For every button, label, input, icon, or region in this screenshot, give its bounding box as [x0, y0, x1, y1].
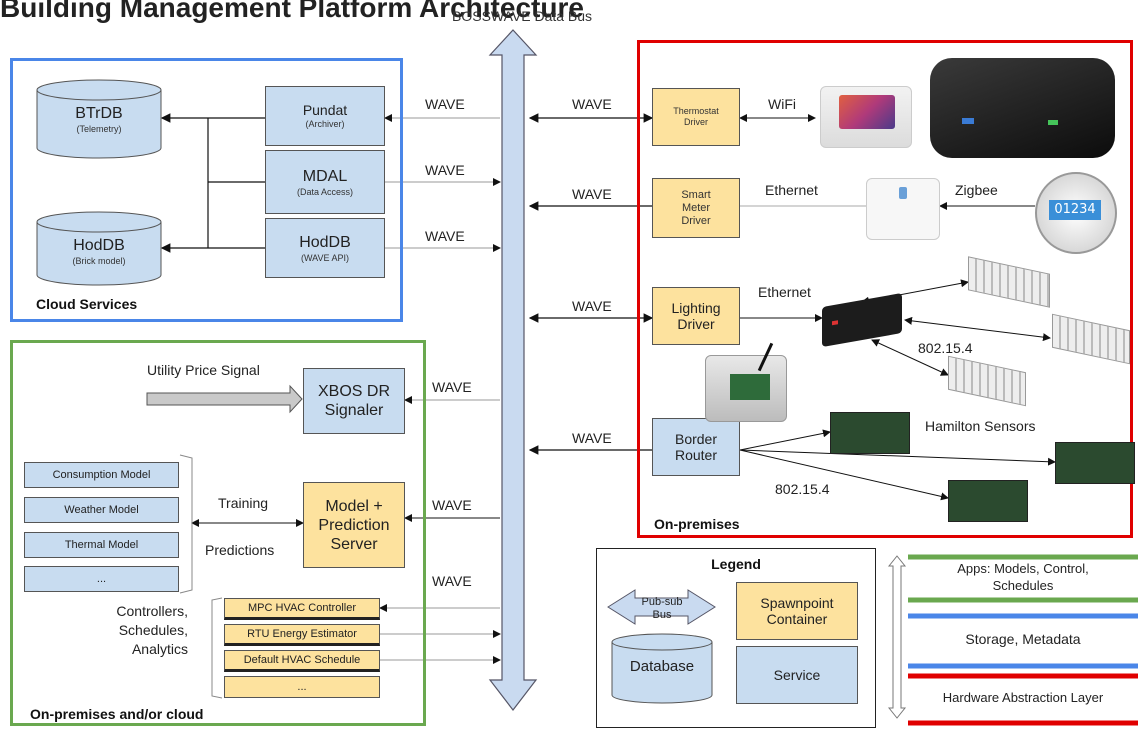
cloud-services-group — [10, 58, 403, 322]
pundat-service[interactable]: Pundat (Archiver) — [265, 86, 385, 146]
wave-label-model: WAVE — [432, 497, 472, 513]
wave-label-meter: WAVE — [572, 186, 612, 202]
wave-label-mdal: WAVE — [425, 162, 465, 178]
legend-pubsub-arrow — [607, 589, 716, 625]
zigbee-802-label-border: 802.15.4 — [775, 481, 830, 497]
thermal-model[interactable]: Thermal Model — [24, 532, 179, 558]
default-hvac-schedule[interactable]: Default HVAC Schedule — [224, 650, 380, 672]
hybrid-group-label: On-premises and/or cloud — [30, 706, 204, 722]
thermostat-driver[interactable]: Thermostat Driver — [652, 88, 740, 146]
border-router-device-icon — [705, 342, 787, 422]
on-premises-label: On-premises — [654, 516, 740, 532]
wave-label-thermostat: WAVE — [572, 96, 612, 112]
btrdb-label: BTrDB (Telemetry) — [75, 105, 123, 134]
hoddb-cylinder — [36, 211, 162, 286]
training-label: Training — [218, 495, 269, 511]
wave-label-lighting: WAVE — [572, 298, 612, 314]
smart-meter-driver[interactable]: Smart Meter Driver — [652, 178, 740, 238]
zigbee-hub-icon — [866, 178, 940, 240]
btrdb-cylinder — [36, 79, 162, 159]
utility-price-signal-label: Utility Price Signal — [147, 362, 260, 378]
hamilton-sensor-icon-3 — [948, 480, 1028, 522]
more-models[interactable]: ... — [24, 566, 179, 592]
wifi-label: WiFi — [768, 96, 796, 112]
lighting-driver[interactable]: Lighting Driver — [652, 287, 740, 345]
diagram-title: Building Management Platform Architectur… — [0, 0, 584, 23]
bus-label: BOSSWAVE Data Bus — [452, 8, 593, 24]
xbos-dr-signaler[interactable]: XBOS DR Signaler — [303, 368, 405, 434]
wave-label-hoddb: WAVE — [425, 228, 465, 244]
legend-database-cylinder — [611, 633, 713, 704]
ethernet-label-lighting: Ethernet — [758, 284, 811, 300]
hamilton-sensors-label: Hamilton Sensors — [925, 418, 1036, 434]
legend-database-label: Database — [629, 658, 695, 675]
weather-model[interactable]: Weather Model — [24, 497, 179, 523]
model-prediction-server[interactable]: Model + Prediction Server — [303, 482, 405, 568]
thermostat-device-icon — [820, 86, 912, 148]
bosswave-bus-arrow — [488, 29, 538, 711]
utility-signal-arrow — [146, 384, 303, 414]
ethernet-label-meter: Ethernet — [765, 182, 818, 198]
meter-display: 01234 — [1049, 200, 1101, 220]
storage-layer-label: Storage, Metadata — [965, 631, 1081, 647]
gateway-device-icon — [930, 58, 1115, 158]
hal-layer-label: Hardware Abstraction Layer — [942, 690, 1104, 705]
controllers-label: Controllers, Schedules, Analytics — [116, 603, 188, 657]
smart-meter-icon: 01234 — [1035, 172, 1117, 254]
more-controllers[interactable]: ... — [224, 676, 380, 698]
legend-service: Service — [736, 646, 858, 704]
hamilton-sensor-icon-2 — [1055, 442, 1135, 484]
mdal-service[interactable]: MDAL (Data Access) — [265, 150, 385, 214]
border-router[interactable]: Border Router — [652, 418, 740, 476]
cloud-services-label: Cloud Services — [36, 296, 138, 312]
rtu-energy-estimator[interactable]: RTU Energy Estimator — [224, 624, 380, 646]
wave-label-xbos: WAVE — [432, 379, 472, 395]
hybrid-group — [10, 340, 426, 726]
legend-box — [596, 548, 876, 728]
predictions-label: Predictions — [205, 542, 275, 558]
hoddb-api-service[interactable]: HodDB (WAVE API) — [265, 218, 385, 278]
zigbee-802-label-lighting: 802.15.4 — [918, 340, 973, 356]
legend-title: Legend — [711, 556, 761, 572]
legend-spawnpoint: Spawnpoint Container — [736, 582, 858, 640]
consumption-model[interactable]: Consumption Model — [24, 462, 179, 488]
hoddb-db-label: HodDB (Brick model) — [72, 237, 126, 266]
zigbee-label: Zigbee — [955, 182, 998, 198]
wave-label-pundat: WAVE — [425, 96, 465, 112]
hamilton-sensor-icon-1 — [830, 412, 910, 454]
legend-pubsub-label: Pub-sub Bus — [641, 596, 683, 621]
wave-label-controllers: WAVE — [432, 573, 472, 589]
wave-label-border: WAVE — [572, 430, 612, 446]
mpc-hvac-controller[interactable]: MPC HVAC Controller — [224, 598, 380, 620]
apps-layer-label: Apps: Models, Control, Schedules — [957, 561, 1089, 593]
on-premises-group — [637, 40, 1133, 538]
